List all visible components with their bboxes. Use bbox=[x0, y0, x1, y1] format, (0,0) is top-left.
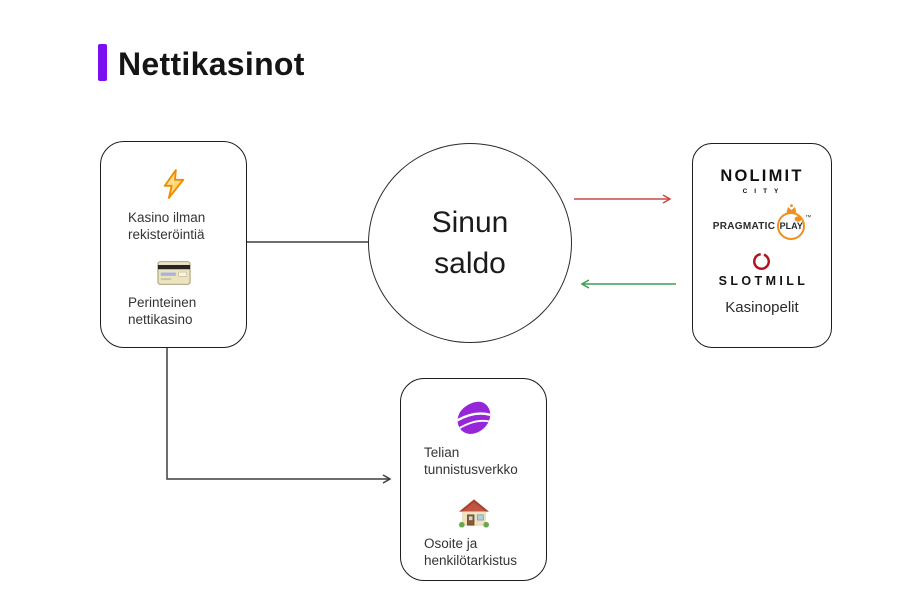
flame-dot-icon bbox=[794, 216, 802, 222]
credit-card-icon bbox=[156, 261, 191, 285]
pragmatic-play-circle: PLAY bbox=[777, 212, 806, 240]
verification-network-label: Telian tunnistusverkko bbox=[424, 445, 518, 477]
registration-options-card: Kasino ilman rekisteröintiä Perinteinen … bbox=[100, 141, 247, 348]
registration-option-no-register-label: Kasino ilman rekisteröintiä bbox=[128, 210, 206, 242]
nolimit-name: NOLIMIT bbox=[720, 167, 804, 185]
registration-option-traditional-label: Perinteinen nettikasino bbox=[128, 295, 197, 327]
telia-logo-icon bbox=[457, 401, 491, 434]
house-icon bbox=[458, 499, 489, 528]
balance-circle: Sinun saldo bbox=[368, 143, 572, 343]
lightning-icon bbox=[163, 169, 184, 199]
verification-address-label: Osoite ja henkilötarkistus bbox=[424, 536, 518, 568]
providers-card-label: Kasinopelit bbox=[725, 299, 799, 316]
pragmatic-trademark: ™ bbox=[805, 215, 812, 221]
slotmill-logo: SLOTMILL bbox=[716, 251, 809, 288]
providers-card: NOLIMIT CITY PRAGMATIC PLAY ™ SLOTMILL bbox=[692, 143, 832, 348]
title-accent-bar bbox=[98, 44, 107, 81]
verification-card: Telian tunnistusverkko Osoite ja henkilö… bbox=[400, 378, 547, 581]
crown-icon bbox=[786, 204, 797, 213]
page-title: Nettikasinot bbox=[118, 46, 305, 82]
pragmatic-circle-wrap: PLAY bbox=[777, 204, 806, 240]
slotmill-name: SLOTMILL bbox=[718, 274, 809, 288]
balance-label: Sinun saldo bbox=[431, 206, 509, 280]
nolimit-sub: CITY bbox=[742, 188, 786, 195]
connector-registration-to-verification bbox=[166, 348, 392, 484]
pragmatic-play-logo: PRAGMATIC PLAY ™ bbox=[712, 204, 812, 240]
pragmatic-name: PRAGMATIC bbox=[712, 220, 776, 232]
nolimit-city-logo: NOLIMIT CITY bbox=[720, 167, 803, 195]
slotmill-circle-icon bbox=[753, 253, 771, 270]
